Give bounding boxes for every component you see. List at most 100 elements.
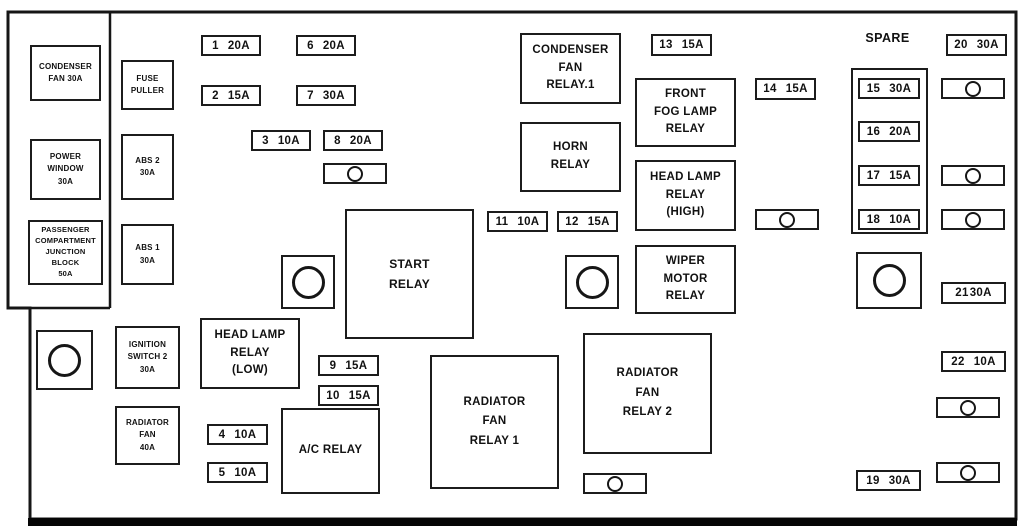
fuse-slot-circle-icon: [347, 165, 363, 182]
fuse-21-number: 21: [955, 287, 969, 299]
condenser-fan-relay1-box: CONDENSER FAN RELAY.1: [520, 33, 621, 104]
passenger-junction-label: PASSENGER COMPARTMENT JUNCTION BLOCK 50A: [35, 225, 96, 278]
fuse-slot-circle-icon: [965, 211, 981, 228]
radiator-fan-relay1-label: RADIATOR FAN RELAY 1: [463, 395, 526, 447]
fuse-14-amp: 15A: [785, 83, 808, 95]
fuse-5: 5 10A: [207, 462, 268, 483]
start-relay-label: START RELAY: [388, 256, 431, 291]
fuse-4-amp: 10A: [234, 428, 257, 441]
relay-socket-circle-icon: [575, 265, 609, 299]
front-fog-lamp-relay-box: FRONT FOG LAMP RELAY: [635, 78, 736, 147]
fuse-5-amp: 10A: [234, 466, 257, 479]
horn-relay-box: HORN RELAY: [520, 122, 621, 192]
fuse-17-number: 17: [866, 169, 881, 182]
fuse-21-amp: 30A: [969, 287, 992, 299]
fuse-4-number: 4: [218, 428, 226, 441]
fuse-slot-circle-icon: [960, 464, 976, 481]
ac-relay-box: A/C RELAY: [281, 408, 380, 494]
fuse-7-amp: 30A: [322, 89, 345, 102]
fuse-1-number: 1: [212, 39, 219, 52]
condenser-fan-relay1-label: CONDENSER FAN RELAY.1: [532, 43, 609, 92]
fuse-8-amp: 20A: [349, 134, 372, 147]
fuse-9-number: 9: [329, 359, 337, 372]
fuse-15-amp: 30A: [889, 82, 912, 95]
fuse-17-amp: 15A: [889, 169, 912, 182]
fuse-22-number: 22: [951, 355, 965, 368]
spare-section-label: SPARE: [865, 31, 910, 45]
fuse-6-amp: 20A: [322, 39, 345, 52]
head-lamp-relay-high-label: HEAD LAMP RELAY (HIGH): [649, 170, 722, 219]
head-lamp-relay-low-label: HEAD LAMP RELAY (LOW): [214, 328, 286, 377]
fuse-22-amp: 10A: [973, 355, 996, 368]
fuse-slot-e: [755, 209, 819, 230]
fuse-20-number: 20: [954, 39, 968, 51]
fuse-slot-g: [583, 473, 647, 494]
fuse-15: 15 30A: [858, 78, 920, 99]
fuse-3-number: 3: [262, 134, 269, 147]
fuse-3-amp: 10A: [277, 134, 300, 147]
fuse-10-amp: 15A: [348, 389, 371, 402]
ignition-switch2-fuse-box: IGNITION SWITCH 2 30A: [115, 326, 180, 389]
fuse-slot-d: [941, 209, 1005, 230]
fuse-slot-circle-icon: [960, 399, 976, 416]
fuse-9-amp: 15A: [345, 359, 368, 372]
fuse-8-number: 8: [334, 134, 341, 147]
ignition-switch2-label: IGNITION SWITCH 2 30A: [127, 339, 168, 374]
relay-socket-b: [565, 255, 619, 309]
bottom-left-relay-socket: [36, 330, 93, 390]
power-window-fuse-box: POWER WINDOW 30A: [30, 139, 101, 200]
relay-socket-a: [281, 255, 335, 309]
radiator-fan-relay2-label: RADIATOR FAN RELAY 2: [616, 367, 679, 419]
power-window-label: POWER WINDOW 30A: [47, 151, 84, 186]
condenser-fan-label: CONDENSER FAN 30A: [39, 61, 92, 83]
fuse-15-number: 15: [866, 82, 881, 95]
fuse-20: 20 30A: [946, 34, 1007, 56]
fuse-8: 8 20A: [323, 130, 383, 151]
head-lamp-relay-low-box: HEAD LAMP RELAY (LOW): [200, 318, 300, 389]
horn-relay-label: HORN RELAY: [550, 141, 591, 171]
fuse-6-number: 6: [307, 39, 314, 52]
fuse-16-number: 16: [866, 125, 881, 138]
fuse-5-number: 5: [218, 466, 226, 479]
fuse-7: 7 30A: [296, 85, 356, 106]
fuse-20-amp: 30A: [976, 39, 999, 51]
wiper-motor-relay-box: WIPER MOTOR RELAY: [635, 245, 736, 314]
fuse-1-amp: 20A: [227, 39, 250, 52]
fuse-slot-circle-icon: [607, 475, 623, 492]
head-lamp-relay-high-box: HEAD LAMP RELAY (HIGH): [635, 160, 736, 231]
fuse-11-number: 11: [495, 215, 509, 228]
fuse-6: 6 20A: [296, 35, 356, 56]
fuse-7-number: 7: [307, 89, 314, 102]
radiator-fan-label: RADIATOR FAN 40A: [125, 417, 170, 452]
ac-relay-label: A/C RELAY: [298, 444, 363, 457]
fuse-12-number: 12: [565, 215, 579, 228]
radiator-fan-relay1-box: RADIATOR FAN RELAY 1: [430, 355, 559, 489]
spare-fuse-group-frame: [851, 68, 928, 234]
start-relay-box: START RELAY: [345, 209, 474, 339]
fuse-2-amp: 15A: [227, 89, 250, 102]
fuse-18-amp: 10A: [889, 213, 912, 226]
fuse-slot-c: [941, 165, 1005, 186]
fuse-19-number: 19: [866, 474, 880, 487]
fuse-13-number: 13: [659, 39, 673, 51]
relay-socket-circle-icon: [291, 265, 325, 299]
fuse-puller-label: FUSE PULLER: [130, 73, 165, 95]
wiper-motor-relay-label: WIPER MOTOR RELAY: [663, 254, 708, 303]
fuse-slot-circle-icon: [779, 211, 795, 228]
fuse-slot-f: [936, 397, 1000, 418]
fuse-4: 4 10A: [207, 424, 268, 445]
fuse-11: 11 10A: [487, 211, 548, 232]
fuse-19-amp: 30A: [888, 474, 911, 487]
fuse-11-amp: 10A: [517, 215, 540, 228]
relay-socket-c: [856, 252, 922, 309]
